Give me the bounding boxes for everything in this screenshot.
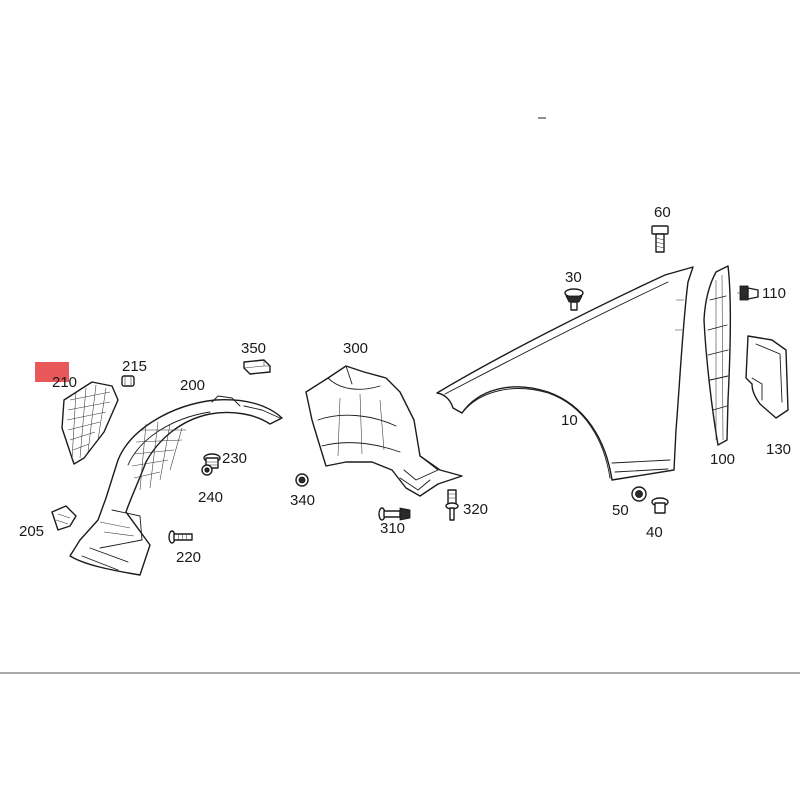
label-110: 110 [762,285,786,302]
screw-220-part[interactable] [168,530,193,544]
part-highlight [35,362,69,382]
label-60: 60 [654,204,671,221]
screw-310-part[interactable] [378,507,411,521]
label-350: 350 [241,340,266,357]
bolt-60-part[interactable] [651,225,669,253]
liner-200-part[interactable] [69,395,283,576]
nut-50-part[interactable] [631,486,647,502]
label-215: 215 [122,358,147,375]
pad-350-part[interactable] [243,359,271,375]
clip-110-part[interactable] [737,285,759,301]
bracket-100-part[interactable] [703,265,732,446]
label-220: 220 [176,549,201,566]
screw-30-part[interactable] [564,288,584,311]
clip-215-part[interactable] [121,375,135,387]
label-240: 240 [198,489,223,506]
label-300: 300 [343,340,368,357]
label-10: 10 [561,412,578,429]
label-340: 340 [290,492,315,509]
label-230: 230 [222,450,247,467]
label-320: 320 [463,501,488,518]
label-40: 40 [646,524,663,541]
rivet-320-part[interactable] [445,489,459,521]
label-130: 130 [766,441,791,458]
label-310: 310 [380,520,405,537]
panel-130-part[interactable] [745,335,789,419]
label-30: 30 [565,269,582,286]
nut-240-part[interactable] [201,464,213,476]
liner-210-part[interactable] [61,381,119,465]
liner-300-part[interactable] [305,365,463,497]
clip-205-part[interactable] [51,505,77,531]
label-50: 50 [612,502,629,519]
label-205: 205 [19,523,44,540]
label-210: 210 [52,374,77,391]
nut-340-part[interactable] [295,473,309,487]
nut-40-part[interactable] [651,497,669,514]
fender-part[interactable] [436,266,694,481]
label-200: 200 [180,377,205,394]
label-100: 100 [710,451,735,468]
